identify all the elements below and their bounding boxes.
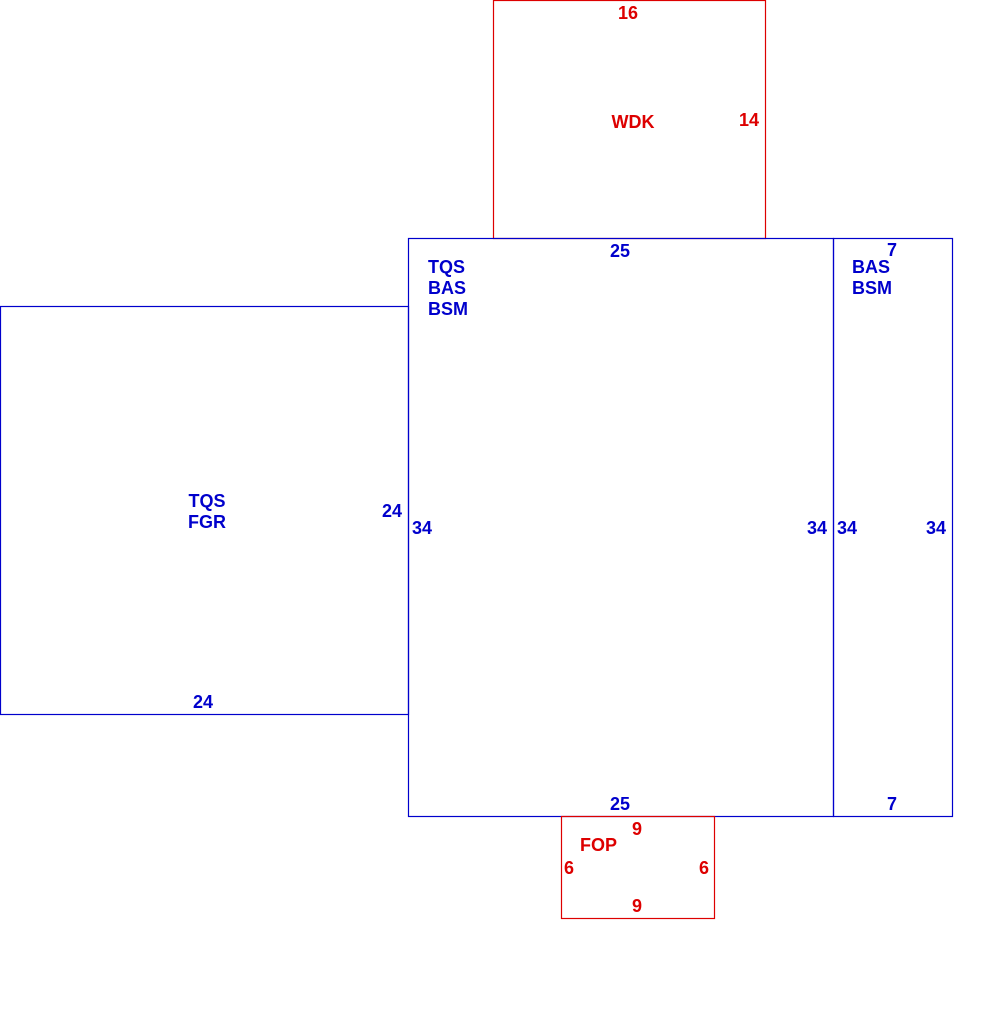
side-code-label-2: BSM — [852, 278, 892, 298]
fop-left-dimension: 6 — [564, 858, 574, 878]
fop-top-dimension: 9 — [632, 819, 642, 839]
main-left-dimension: 34 — [412, 518, 432, 538]
garage-code-label-2: FGR — [188, 512, 226, 532]
wdk-right-dimension: 14 — [739, 110, 759, 130]
garage-right-dimension: 24 — [382, 501, 402, 521]
side-right-dimension: 34 — [926, 518, 946, 538]
garage-code-label-1: TQS — [188, 491, 225, 511]
fop-bottom-dimension: 9 — [632, 896, 642, 916]
main-right-dimension: 34 — [807, 518, 827, 538]
fop-outline — [560, 815, 716, 920]
main-code-label-1: TQS — [428, 257, 465, 277]
main-code-label-2: BAS — [428, 278, 466, 298]
main-outline — [407, 237, 835, 818]
side-code-label-1: BAS — [852, 257, 890, 277]
wdk-top-dimension: 16 — [618, 3, 638, 23]
side-top-dimension: 7 — [887, 240, 897, 260]
fop-right-dimension: 6 — [699, 858, 709, 878]
side-outline — [832, 237, 954, 818]
main-top-dimension: 25 — [610, 241, 630, 261]
garage-bottom-dimension: 24 — [193, 692, 213, 712]
fop-code-label: FOP — [580, 835, 617, 855]
side-left-dimension: 34 — [837, 518, 857, 538]
wdk-code-label: WDK — [612, 112, 655, 132]
side-bottom-dimension: 7 — [887, 794, 897, 814]
main-code-label-3: BSM — [428, 299, 468, 319]
main-bottom-dimension: 25 — [610, 794, 630, 814]
